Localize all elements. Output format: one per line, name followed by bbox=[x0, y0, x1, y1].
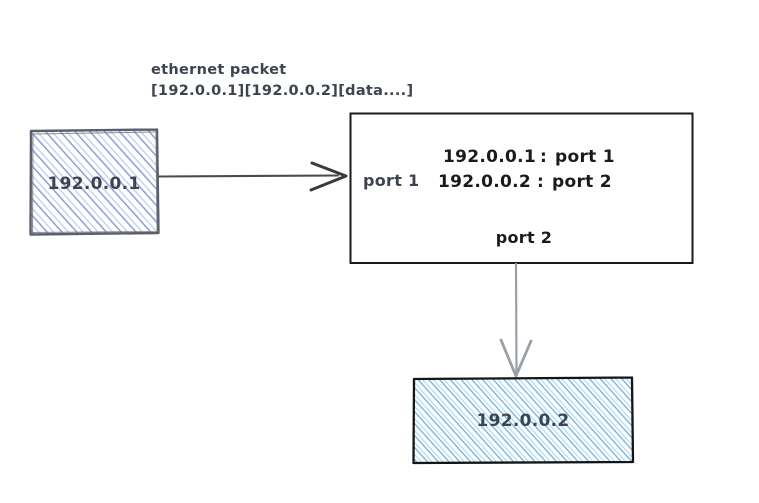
ingress-arrow-head bbox=[309, 161, 348, 192]
destination-host-fill bbox=[413, 377, 633, 463]
switch-box-border bbox=[349, 112, 694, 264]
egress-arrow-line bbox=[514, 262, 518, 374]
source-host-border bbox=[29, 128, 160, 236]
destination-host-box[interactable]: 192.0.0.2 bbox=[412, 376, 635, 465]
ingress-arrow bbox=[157, 161, 348, 192]
egress-arrow bbox=[499, 262, 533, 378]
table-row-address: 192.0.0.1 bbox=[443, 147, 536, 167]
table-row-address: 192.0.0.2 bbox=[438, 172, 531, 192]
switch-port-in-label: port 1 bbox=[363, 171, 420, 190]
ingress-arrow-line bbox=[157, 174, 340, 178]
table-row: 192.0.0.2 : port 2 bbox=[438, 172, 612, 192]
packet-caption-line1: ethernet packet bbox=[151, 62, 287, 78]
egress-arrow-head bbox=[499, 338, 533, 378]
source-host-label: 192.0.0.1 bbox=[47, 174, 140, 194]
switch-port-out-label: port 2 bbox=[496, 228, 553, 247]
source-host-fill bbox=[30, 129, 158, 234]
table-row-separator: : bbox=[537, 172, 544, 192]
table-row: 192.0.0.1 : port 1 bbox=[443, 147, 615, 167]
packet-caption-line2: [192.0.0.1][192.0.0.2][data....] bbox=[151, 83, 413, 99]
destination-host-label: 192.0.0.2 bbox=[476, 411, 569, 431]
switch-box[interactable]: port 1 192.0.0.1 : port 1 192.0.0.2 : po… bbox=[349, 112, 694, 264]
packet-caption: ethernet packet [192.0.0.1][192.0.0.2][d… bbox=[151, 62, 413, 99]
source-host-box[interactable]: 192.0.0.1 bbox=[29, 128, 160, 236]
destination-host-border bbox=[412, 376, 635, 465]
table-row-separator: : bbox=[540, 147, 547, 167]
source-host-border-sketch bbox=[31, 131, 158, 234]
table-row-port: port 1 bbox=[555, 147, 615, 167]
table-row-port: port 2 bbox=[552, 172, 612, 192]
